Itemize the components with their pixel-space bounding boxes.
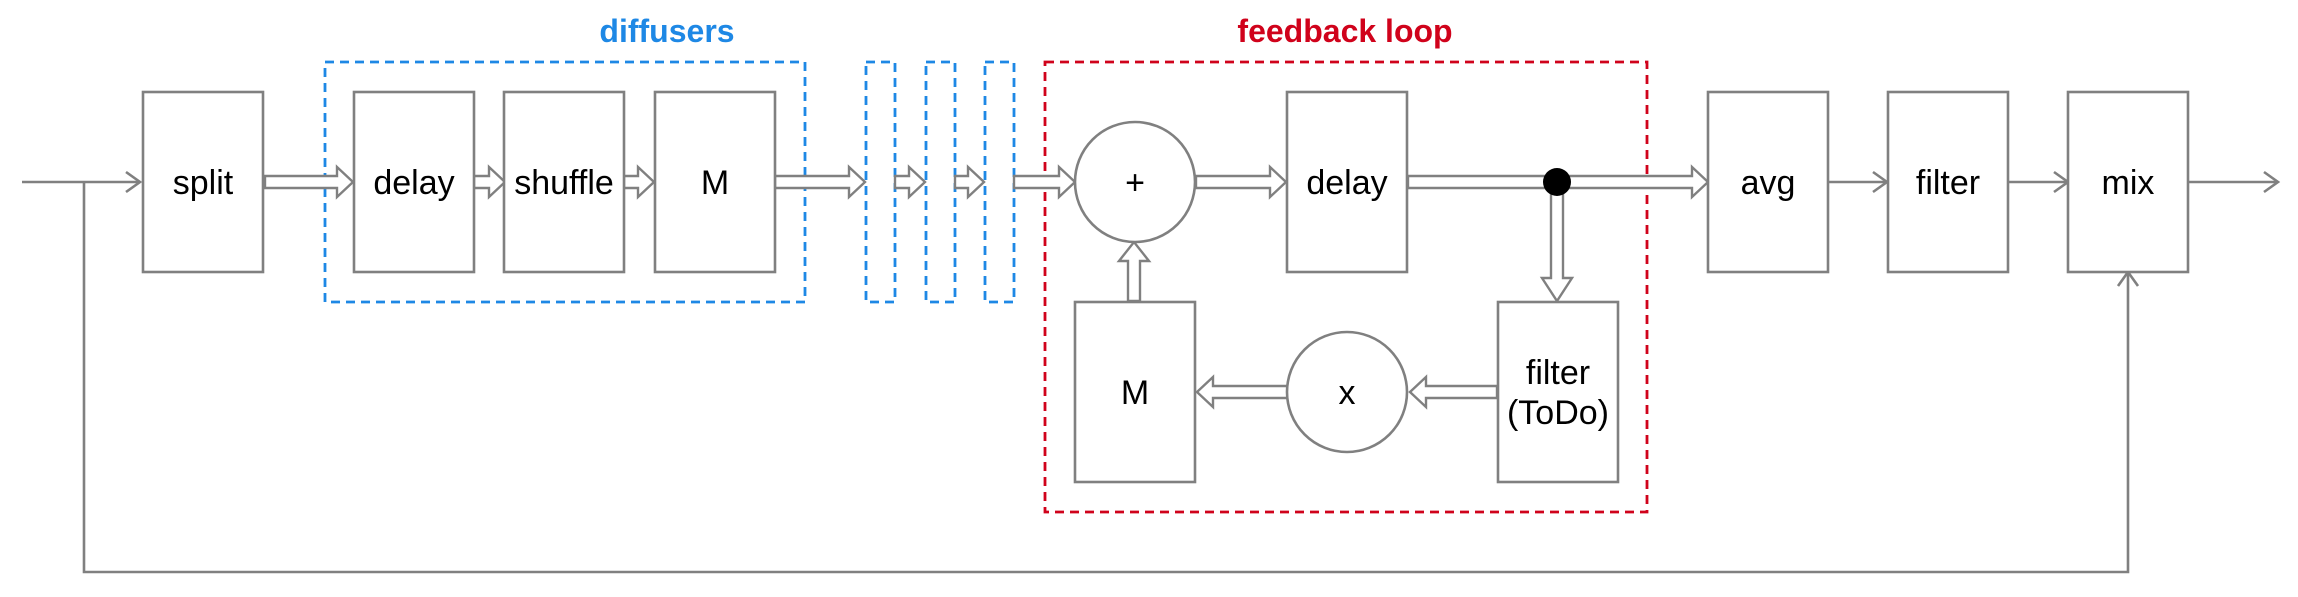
matrix-to-stage2-bus [773, 164, 867, 200]
filter-output-box [1886, 90, 2010, 274]
output-arrowhead [2263, 170, 2281, 194]
matrix-diffuser-block[interactable]: M [653, 90, 777, 274]
split-input-arrowhead [125, 170, 143, 194]
delay-feedback-box [1285, 90, 1409, 274]
shuffle-label: shuffle [514, 164, 614, 202]
matrix-feedback-box [1073, 300, 1197, 484]
delay-diffuser-block[interactable]: delay [352, 90, 476, 274]
matrix-to-sum-bus [1116, 240, 1152, 303]
bus-arrows [263, 164, 1710, 410]
gain-block[interactable]: x [1285, 330, 1409, 454]
sum-circle [1073, 120, 1197, 244]
feedback-loop-title: feedback loop [1237, 13, 1452, 49]
diffuser-stage-frame-2 [864, 60, 897, 304]
filter-feedback-label-line1: filter [1526, 354, 1590, 392]
avg-box [1706, 90, 1830, 274]
matrix-feedback-label: M [1121, 374, 1149, 412]
filter-to-gain-bus [1408, 374, 1499, 410]
gain-to-matrix-bus [1195, 374, 1290, 410]
filter-feedback-box [1496, 300, 1620, 484]
filter-feedback-block[interactable]: filter (ToDo) [1496, 300, 1620, 484]
stage2-to-stage3-bus [893, 164, 927, 200]
shuffle-box [502, 90, 626, 274]
stage4-to-sum-bus [1012, 164, 1077, 200]
split-label: split [173, 164, 234, 202]
blocks: split delay shuffle M + delay avg filte [141, 90, 2190, 484]
dry-bypass-wire [82, 182, 2130, 574]
delay-feedback-block[interactable]: delay [1285, 90, 1409, 274]
sum-label: + [1125, 164, 1145, 202]
split-to-delay-bus [263, 164, 355, 200]
shuffle-to-matrix-bus [622, 164, 656, 200]
filter-output-label: filter [1916, 164, 1980, 202]
mix-block[interactable]: mix [2066, 90, 2190, 274]
delay-to-shuffle-bus [472, 164, 507, 200]
split-box [141, 90, 265, 274]
delay-diffuser-label: delay [373, 164, 454, 202]
filter-output-block[interactable]: filter [1886, 90, 2010, 274]
stage3-to-stage4-bus [953, 164, 986, 200]
mix-label: mix [2102, 164, 2155, 202]
gain-circle [1285, 330, 1409, 454]
diffusers-title: diffusers [599, 13, 734, 49]
mix-box [2066, 90, 2190, 274]
tap-to-filter-bus [1539, 180, 1575, 304]
feedback-loop-group: feedback loop [1043, 13, 1649, 514]
delay-feedback-label: delay [1306, 164, 1387, 202]
shuffle-block[interactable]: shuffle [502, 90, 626, 274]
diffuser-stage-frame-4 [983, 60, 1016, 304]
wires [22, 170, 2281, 574]
filter-feedback-label-line2: (ToDo) [1507, 394, 1609, 432]
diffuser-stage-frame-3 [924, 60, 957, 304]
split-block[interactable]: split [141, 90, 265, 274]
gain-label: x [1339, 374, 1356, 412]
tap-junction-dot [1543, 168, 1571, 196]
matrix-diffuser-label: M [701, 164, 729, 202]
sum-to-delay-bus [1194, 164, 1288, 200]
matrix-diffuser-box [653, 90, 777, 274]
sum-block[interactable]: + [1073, 120, 1197, 244]
avg-block[interactable]: avg [1706, 90, 1830, 274]
feedback-loop-frame [1043, 60, 1649, 514]
matrix-feedback-block[interactable]: M [1073, 300, 1197, 484]
delay-diffuser-box [352, 90, 476, 274]
avg-label: avg [1741, 164, 1796, 202]
